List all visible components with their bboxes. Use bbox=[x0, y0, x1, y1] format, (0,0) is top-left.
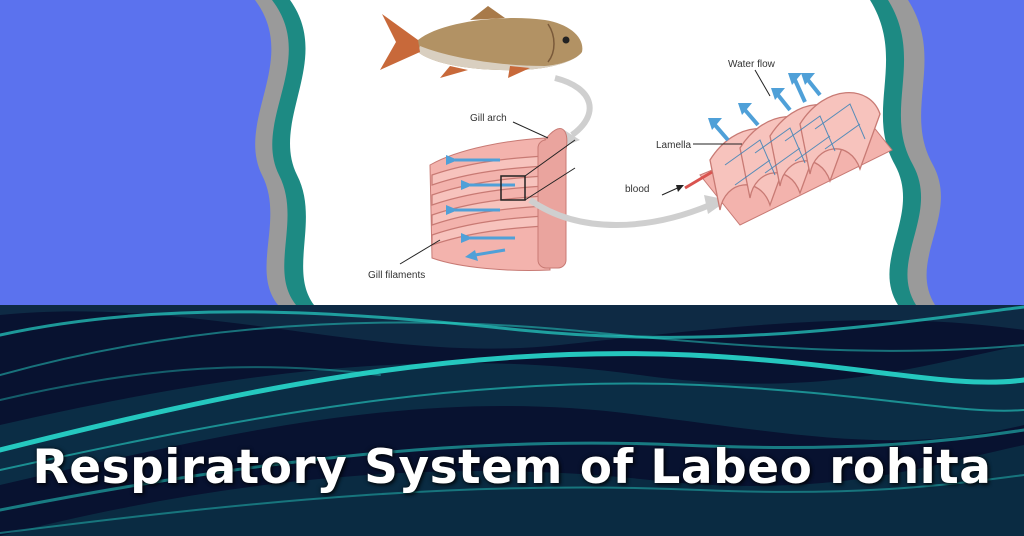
right-gray-border bbox=[888, 0, 941, 305]
label-blood: blood bbox=[625, 184, 649, 195]
wave-background bbox=[0, 305, 1024, 536]
fish-illustration bbox=[380, 6, 583, 78]
gill-filaments-leader bbox=[399, 239, 441, 265]
diagram-canvas: Gill arch Lamella Water flow blood Gill … bbox=[255, 0, 941, 305]
diagram-section: Gill arch Lamella Water flow blood Gill … bbox=[0, 0, 1024, 305]
lamella-illustration bbox=[684, 73, 893, 226]
blood-pointer bbox=[676, 185, 684, 192]
right-teal-border bbox=[868, 0, 926, 305]
page-title: Respiratory System of Labeo rohita bbox=[32, 440, 992, 495]
title-banner bbox=[0, 305, 1024, 536]
label-water-flow: Water flow bbox=[728, 59, 776, 70]
gill-arch-leader bbox=[512, 121, 549, 139]
gill-arch-illustration bbox=[429, 128, 576, 271]
label-gill-arch: Gill arch bbox=[470, 113, 507, 124]
zoom-arrow-fish-to-gill bbox=[554, 75, 593, 138]
zoom-arrow-gill-to-lamella bbox=[528, 197, 712, 228]
label-gill-filaments: Gill filaments bbox=[368, 270, 425, 281]
label-lamella: Lamella bbox=[656, 140, 691, 151]
water-flow-leader bbox=[754, 69, 771, 97]
zoom-box bbox=[500, 175, 526, 201]
